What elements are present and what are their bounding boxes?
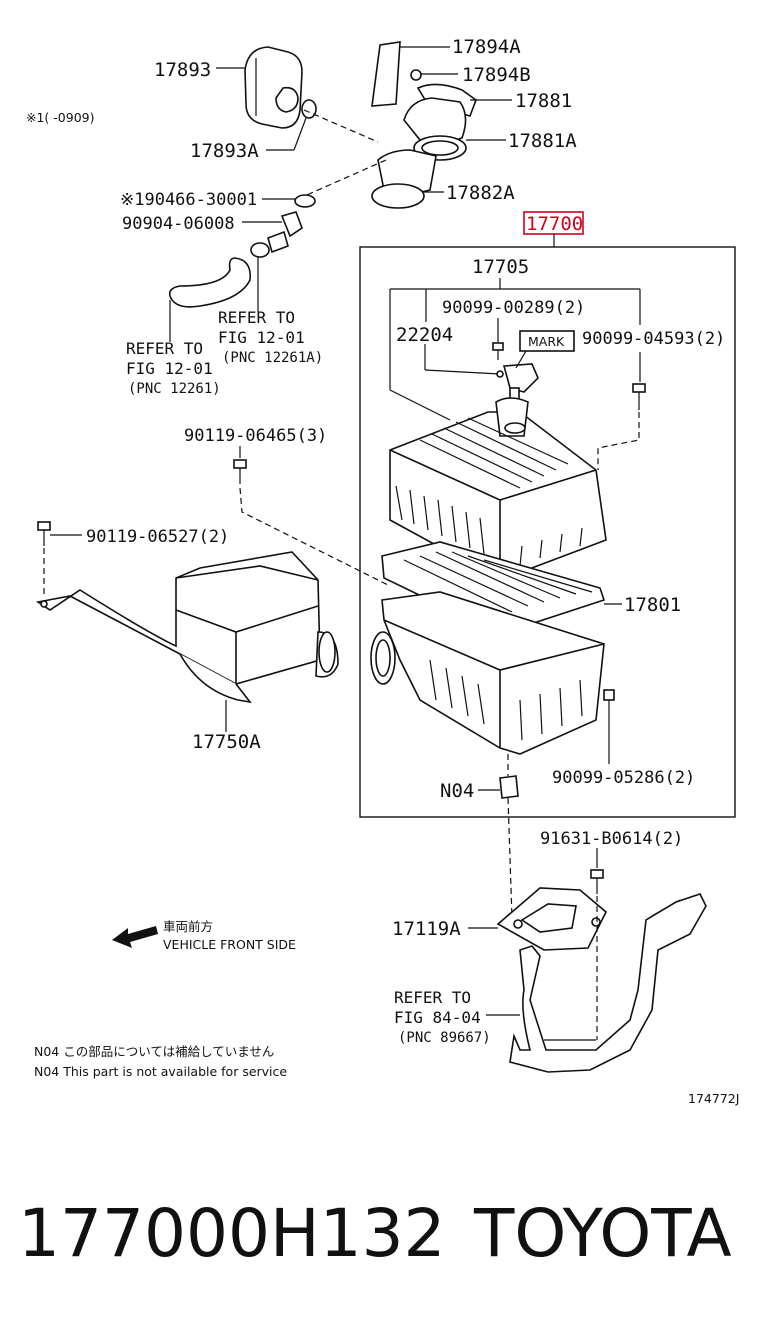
label-22204: 22204 — [396, 324, 453, 346]
label-06465: 90119-06465(3) — [184, 426, 327, 446]
grommet-N04 — [499, 775, 519, 799]
n04-note-en: N04 This part is not available for servi… — [34, 1064, 287, 1079]
vehicle-front-arrow-icon — [112, 926, 158, 948]
breather-hose — [168, 194, 316, 308]
bolt-00289 — [492, 342, 504, 360]
ref3-line2: FIG 84-04 — [394, 1008, 481, 1027]
label-17882A: 17882A — [446, 182, 515, 204]
label-00289: 90099-00289(2) — [442, 298, 585, 318]
label-17700: 17700 — [526, 213, 583, 235]
n04-note-jp: N04 この部品については補給していません — [34, 1044, 274, 1059]
ref3-line1: REFER TO — [394, 988, 471, 1007]
ref1-line2: FIG 12-01 — [218, 328, 305, 347]
direction-en: VEHICLE FRONT SIDE — [163, 937, 296, 952]
ref3-line3: (PNC 89667) — [398, 1030, 491, 1046]
bolt-06527 — [37, 521, 51, 546]
label-90904: 90904-06008 — [122, 214, 235, 234]
filter-element-17801 — [381, 541, 606, 635]
label-190466: ※190466-30001 — [120, 190, 257, 210]
ref2-line2: FIG 12-01 — [126, 359, 213, 378]
air-cleaner-case — [370, 591, 615, 755]
caption-part-number: 177000H132 — [18, 1195, 446, 1272]
range-note: ※1( -0909) — [26, 110, 94, 125]
air-flow-sensor-22204 — [496, 330, 575, 403]
label-17881A: 17881A — [508, 130, 577, 152]
assembly-frame-17700 — [359, 246, 736, 818]
label-91631: 91631-B0614(2) — [540, 829, 683, 849]
label-17894B: 17894B — [462, 64, 531, 86]
label-04593: 90099-04593(2) — [582, 329, 725, 349]
direction-jp: 車両前方 — [163, 919, 213, 934]
ref1-line3: (PNC 12261A) — [222, 350, 323, 366]
label-17893: 17893 — [154, 59, 211, 81]
label-17119A: 17119A — [392, 918, 461, 940]
label-17750A: 17750A — [192, 731, 261, 753]
ref2-line3: (PNC 12261) — [128, 381, 221, 397]
figure-code: 174772J — [688, 1091, 739, 1106]
bracket-17119A — [496, 887, 607, 951]
caption-brand: TOYOTA — [473, 1195, 732, 1272]
label-05286: 90099-05286(2) — [552, 768, 695, 788]
support-bracket — [509, 893, 707, 1073]
inlet-duct-17750A — [35, 551, 339, 704]
mark-label: MARK — [528, 334, 565, 349]
label-17881: 17881 — [515, 90, 572, 112]
ref1-line1: REFER TO — [218, 308, 295, 327]
bolt-91631 — [590, 869, 604, 894]
ref2-line1: REFER TO — [126, 339, 203, 358]
air-cleaner-cap — [389, 397, 607, 581]
label-N04: N04 — [440, 780, 474, 802]
label-17801: 17801 — [624, 594, 681, 616]
label-17893A: 17893A — [190, 140, 259, 162]
bolt-06465 — [233, 459, 247, 484]
label-17894A: 17894A — [452, 36, 521, 58]
inlet-duct-17881 — [371, 41, 477, 209]
label-06527: 90119-06527(2) — [86, 527, 229, 547]
resonator-17893 — [244, 46, 303, 129]
bolt-04593 — [632, 383, 646, 410]
label-17705: 17705 — [472, 256, 529, 278]
